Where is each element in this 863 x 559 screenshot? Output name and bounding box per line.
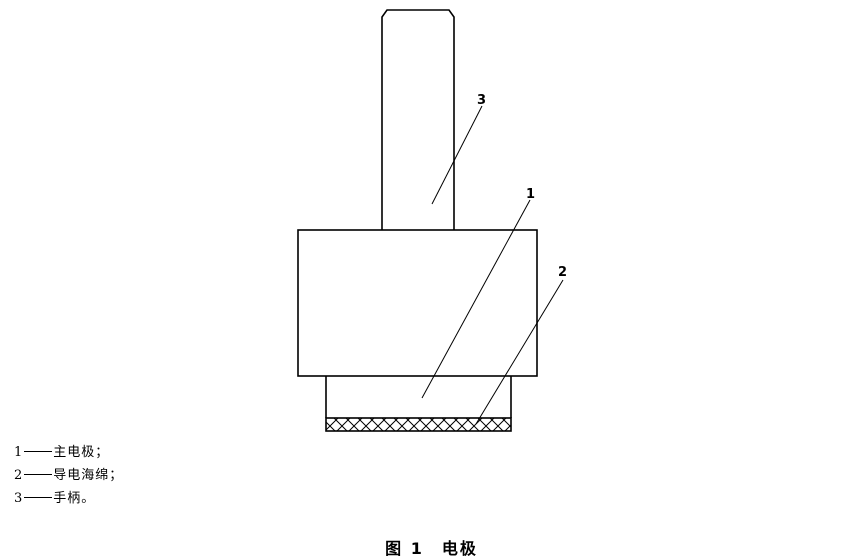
leader-line-2 [475, 279, 564, 425]
legend-item: 3 手柄。 [14, 487, 123, 510]
leader-line-3 [431, 105, 483, 205]
legend-item: 2 导电海绵； [14, 464, 123, 487]
legend-number: 1 [14, 445, 24, 460]
legend-item: 1 主电极； [14, 441, 123, 464]
electrode-body [297, 229, 538, 377]
leader-line-1 [421, 199, 531, 399]
legend-text: 主电极； [53, 445, 110, 460]
figure-label: 图 1 [385, 539, 424, 558]
legend-text: 手柄。 [53, 491, 96, 506]
legend-dash [24, 451, 53, 452]
handle-shape [381, 9, 455, 230]
legend-text: 导电海绵； [53, 468, 124, 483]
conductive-sponge [325, 417, 512, 432]
electrode-lower-block [325, 376, 512, 418]
legend-number: 3 [14, 491, 24, 506]
figure-caption: 图 1 电极 [0, 535, 863, 559]
callout-number-2: 2 [558, 265, 567, 280]
legend-dash [24, 474, 53, 475]
callout-number-3: 3 [477, 93, 486, 108]
legend-dash [24, 497, 53, 498]
figure-title: 电极 [441, 539, 478, 558]
callout-number-1: 1 [526, 187, 535, 202]
legend-number: 2 [14, 468, 24, 483]
legend: 1 主电极； 2 导电海绵； 3 手柄。 [14, 441, 123, 510]
